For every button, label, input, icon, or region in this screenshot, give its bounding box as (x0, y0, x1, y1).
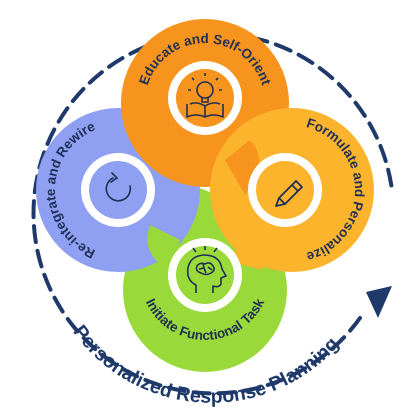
dashed-ring (31, 31, 394, 396)
cycle-arrows-icon (105, 172, 132, 202)
pencil-icon (275, 180, 303, 207)
book-lightbulb-icon (186, 73, 224, 118)
brain-head-icon (186, 246, 227, 293)
icon-circle-right (248, 153, 322, 227)
overlap-accent-bottom-right (232, 230, 264, 270)
ring-arrow-icon (366, 286, 392, 318)
icon-circle-left (81, 153, 155, 227)
